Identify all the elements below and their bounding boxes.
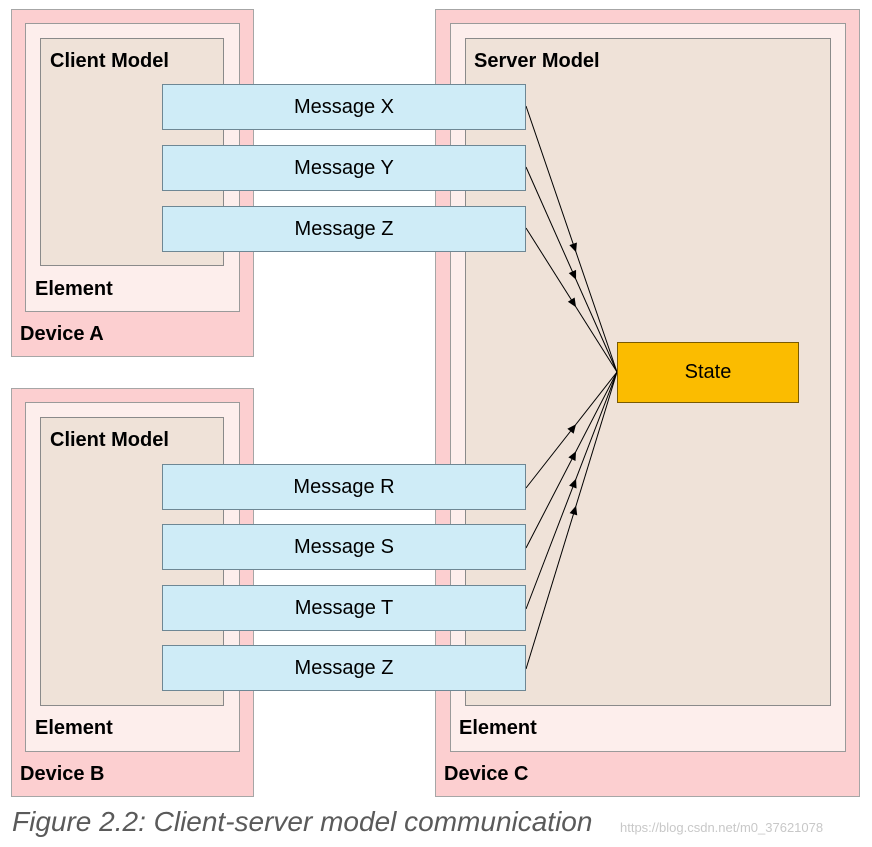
device-c-label: Device C: [444, 763, 529, 785]
connector-line: [525, 371, 618, 670]
arrowhead: [567, 297, 577, 308]
message-y: Message Y: [162, 145, 526, 191]
connector-line: [525, 371, 618, 549]
message-s: Message S: [162, 524, 526, 570]
arrowhead: [569, 505, 578, 516]
watermark: https://blog.csdn.net/m0_37621078: [620, 820, 824, 835]
arrowhead: [567, 424, 577, 434]
device-a-element-label: Element: [35, 278, 113, 300]
state-box: State: [617, 342, 799, 403]
message-x: Message X: [162, 84, 526, 130]
connector-line: [525, 105, 618, 373]
arrowhead: [569, 478, 577, 489]
arrowhead: [569, 242, 577, 253]
device-c-element-label: Element: [459, 717, 537, 739]
message-r: Message R: [162, 464, 526, 510]
message-z-b: Message Z: [162, 645, 526, 691]
figure-caption: Figure 2.2: Client-server model communic…: [12, 806, 593, 837]
device-c-server-model-label: Server Model: [474, 50, 600, 72]
arrowhead: [568, 451, 577, 462]
device-a-label: Device A: [20, 323, 104, 345]
message-t: Message T: [162, 585, 526, 631]
device-b-label: Device B: [20, 763, 105, 785]
message-z-a: Message Z: [162, 206, 526, 252]
device-a-client-model-label: Client Model: [50, 50, 169, 72]
device-b-client-model-label: Client Model: [50, 429, 169, 451]
device-b-element-label: Element: [35, 717, 113, 739]
connector-line: [525, 371, 618, 610]
connector-line: [525, 166, 618, 373]
arrowhead: [568, 269, 577, 280]
